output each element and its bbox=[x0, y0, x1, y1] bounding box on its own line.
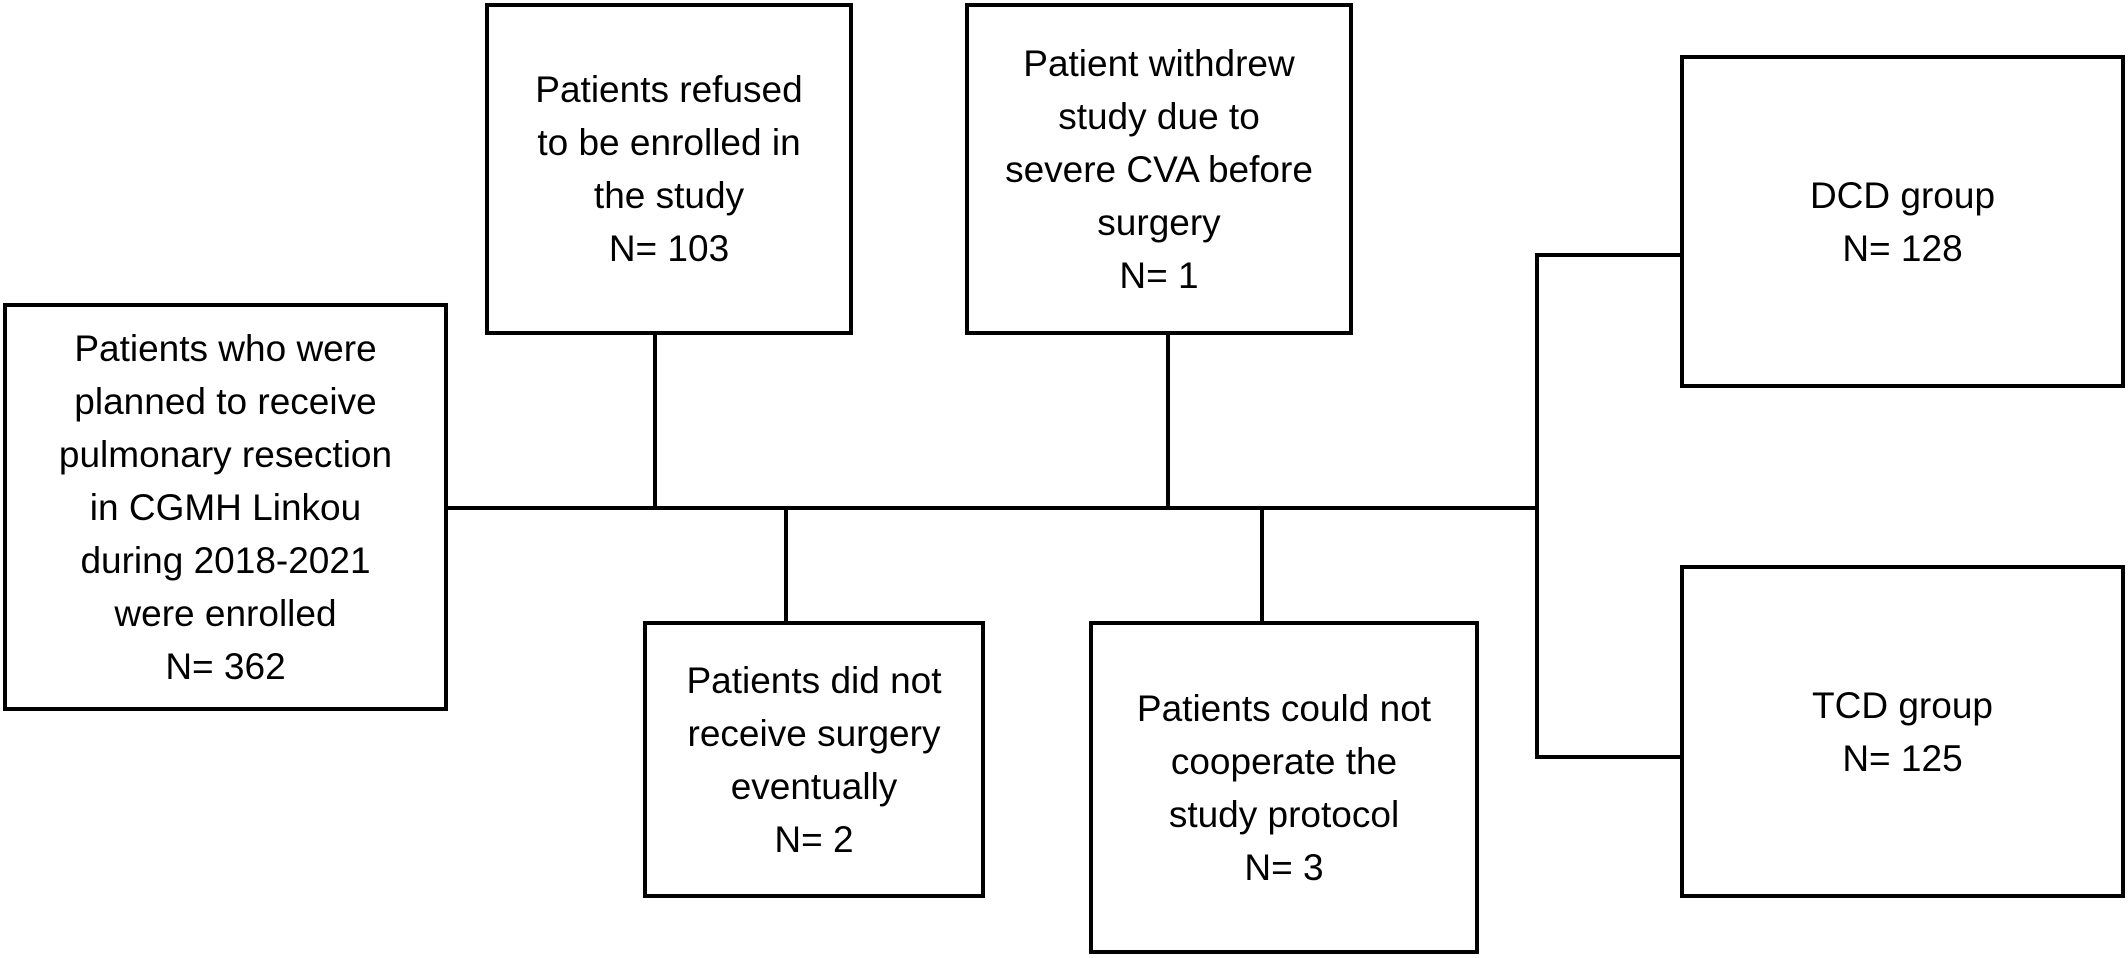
dcd-group-count: N= 128 bbox=[1842, 227, 1963, 269]
enrolled-patients-box: Patients who were planned to receive pul… bbox=[3, 303, 448, 711]
box-text-line: in CGMH Linkou bbox=[89, 486, 362, 528]
box-text-line: Patient withdrew bbox=[1023, 42, 1295, 84]
refused-enrollment-box: Patients refused to be enrolled in the s… bbox=[485, 3, 853, 335]
box-text-line: receive surgery bbox=[687, 712, 941, 754]
box-text-line: study due to bbox=[1058, 95, 1260, 137]
enrolled-count: N= 362 bbox=[165, 645, 286, 687]
withdrew-count: N= 1 bbox=[1119, 254, 1199, 296]
box-text-line: surgery bbox=[1097, 201, 1221, 243]
box-text-line: Patients did not bbox=[686, 659, 942, 701]
could-not-cooperate-count: N= 3 bbox=[1244, 846, 1324, 888]
box-text-line: pulmonary resection bbox=[58, 433, 393, 475]
could-not-cooperate-box: Patients could not cooperate the study p… bbox=[1089, 621, 1479, 954]
box-text-line: study protocol bbox=[1168, 793, 1400, 835]
withdrew-study-box: Patient withdrew study due to severe CVA… bbox=[965, 3, 1353, 335]
box-text-line: were enrolled bbox=[114, 592, 337, 634]
tcd-group-label: TCD group bbox=[1812, 684, 1993, 726]
dcd-group-box: DCD group N= 128 bbox=[1680, 55, 2125, 388]
no-surgery-box: Patients did not receive surgery eventua… bbox=[643, 621, 985, 898]
box-text-line: Patients who were bbox=[74, 327, 377, 369]
refused-count: N= 103 bbox=[608, 228, 730, 269]
tcd-group-box: TCD group N= 125 bbox=[1680, 565, 2125, 898]
box-text-line: cooperate the bbox=[1170, 740, 1398, 782]
box-text-line: to be enrolled in bbox=[537, 122, 801, 163]
box-text-line: Patients could not bbox=[1136, 687, 1432, 729]
box-text-line: the study bbox=[593, 175, 745, 216]
box-text-line: during 2018-2021 bbox=[80, 539, 371, 581]
dcd-group-label: DCD group bbox=[1809, 174, 1996, 216]
box-text-line: severe CVA before bbox=[1005, 148, 1313, 190]
box-text-line: planned to receive bbox=[74, 380, 377, 422]
box-text-line: eventually bbox=[730, 765, 898, 807]
box-text-line: Patients refused bbox=[535, 69, 803, 110]
no-surgery-count: N= 2 bbox=[774, 818, 854, 860]
tcd-group-count: N= 125 bbox=[1842, 737, 1963, 779]
